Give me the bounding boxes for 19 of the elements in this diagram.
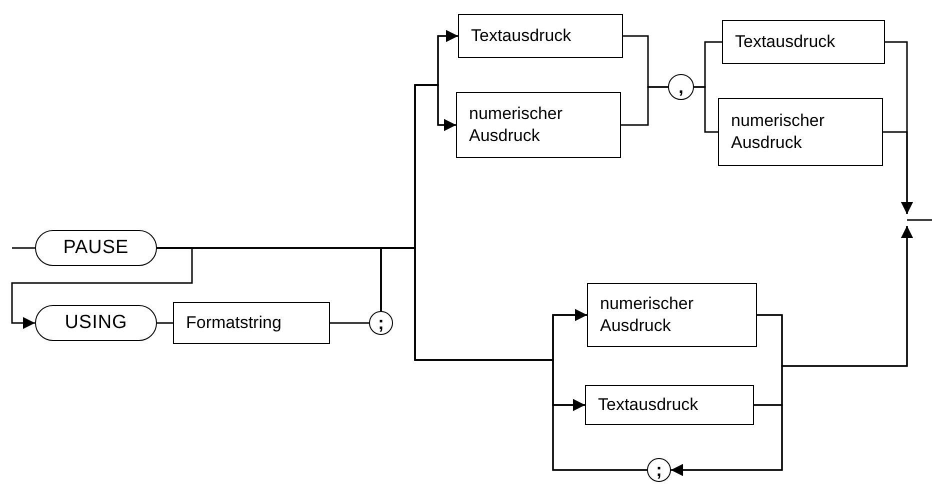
syntax-box: numerischer Ausdruck: [456, 92, 621, 158]
connector-line: [694, 86, 718, 133]
syntax-box: numerischer Ausdruck: [587, 283, 757, 347]
connector-line: [157, 322, 173, 324]
connector-line: [157, 247, 585, 411]
syntax-box: Formatstring: [173, 302, 330, 344]
connector-line: [330, 322, 369, 324]
syntax-box: Textausdruck: [722, 20, 885, 64]
keyword-box: PAUSE: [35, 230, 157, 266]
connector-line: [11, 247, 193, 329]
syntax-box: Textausdruck: [458, 14, 623, 58]
connector-line: [621, 86, 668, 126]
connector-line: [552, 404, 647, 471]
connector-line: [12, 247, 35, 249]
connector-line: [883, 131, 913, 214]
keyword-box: USING: [35, 305, 157, 341]
syntax-box: numerischer Ausdruck: [718, 98, 883, 166]
syntax-box: Textausdruck: [585, 385, 754, 425]
connector-line: [671, 404, 783, 476]
